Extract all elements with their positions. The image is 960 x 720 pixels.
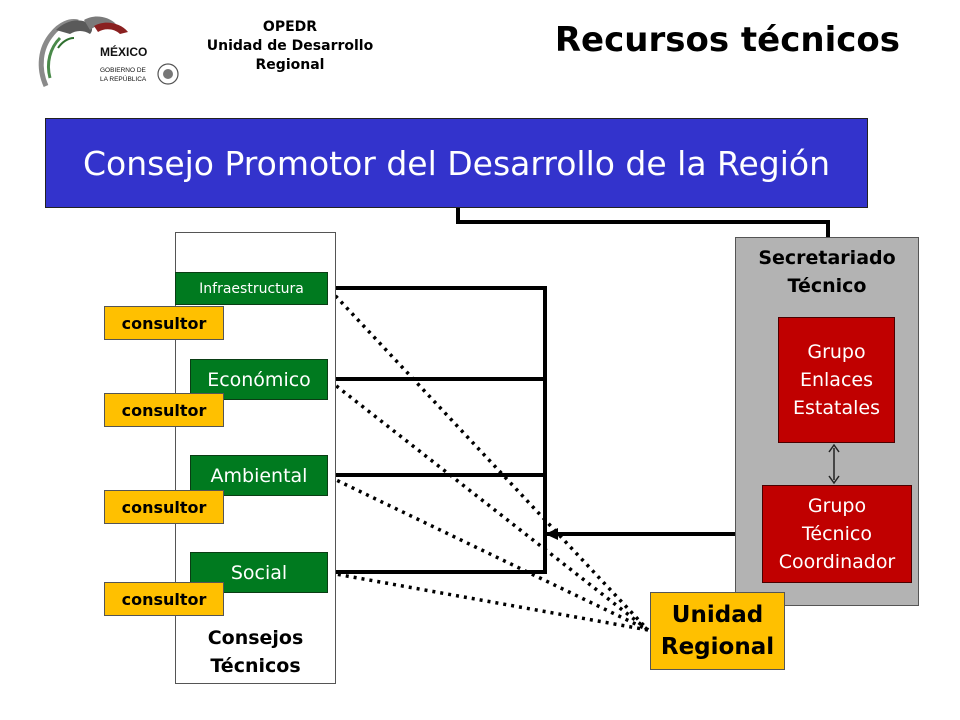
consejo-promotor-box: Consejo Promotor del Desarrollo de la Re… — [45, 118, 868, 208]
unidad-regional-line: Regional — [660, 634, 775, 660]
logo-republica-text: LA REPÚBLICA — [100, 74, 147, 83]
grupo-enlaces-line: Enlaces — [799, 369, 873, 391]
secretariado-tecnico-label: Secretariado Técnico — [735, 244, 919, 300]
amb-dotted-line — [329, 475, 649, 632]
logo-gobierno-text: GOBIERNO DE — [100, 67, 147, 74]
consejos-label-line: Consejos — [207, 627, 304, 649]
grupo-enlaces-line: Estatales — [793, 397, 880, 419]
consejos-tecnicos-label: Consejos Técnicos — [175, 624, 336, 680]
logo-mexico-text: MÉXICO — [100, 44, 147, 59]
grupo-tecnico-coordinador-box: Grupo Técnico Coordinador — [762, 485, 912, 583]
secretariado-label-line: Técnico — [787, 275, 867, 297]
eagle-emblem-icon — [38, 16, 128, 88]
unidad-regional-line: Unidad — [671, 602, 764, 628]
header-organization: OPEDR Unidad de Desarrollo Regional — [200, 18, 380, 75]
soc-dotted-line — [329, 571, 649, 632]
consejos-label-line: Técnicos — [210, 655, 301, 677]
secretariado-label-line: Secretariado — [758, 247, 896, 269]
header-org-line: Regional — [255, 57, 325, 73]
header-org-line: Unidad de Desarrollo — [206, 38, 374, 54]
unidad-regional-box: Unidad Regional — [650, 592, 785, 670]
header-org-line: OPEDR — [262, 19, 318, 35]
consejo-ambiental-box: Ambiental — [190, 455, 328, 496]
consultor-box: consultor — [104, 490, 224, 524]
bidirectional-arrow-icon — [828, 443, 840, 485]
gobierno-de-mexico-logo: MÉXICO GOBIERNO DE LA REPÚBLICA — [38, 16, 179, 88]
consejo-infraestructura-box: Infraestructura — [175, 272, 328, 305]
grupo-enlaces-estatales-box: Grupo Enlaces Estatales — [778, 317, 895, 443]
page-title: Recursos técnicos — [554, 20, 900, 60]
trunk-arrowhead-icon — [545, 528, 558, 540]
grupo-enlaces-line: Grupo — [807, 341, 866, 363]
grupo-coord-line: Grupo — [807, 495, 867, 517]
coat-of-arms-icon — [157, 63, 179, 85]
banner-secretariado-connector — [456, 208, 830, 237]
consultor-box: consultor — [104, 582, 224, 616]
grupo-coord-line: Técnico — [802, 523, 872, 545]
consultor-box: consultor — [104, 393, 224, 427]
grupo-coord-line: Coordinador — [778, 551, 896, 573]
infra-dotted-line — [328, 288, 650, 632]
econ-dotted-line — [328, 379, 650, 632]
consultor-box: consultor — [104, 306, 224, 340]
